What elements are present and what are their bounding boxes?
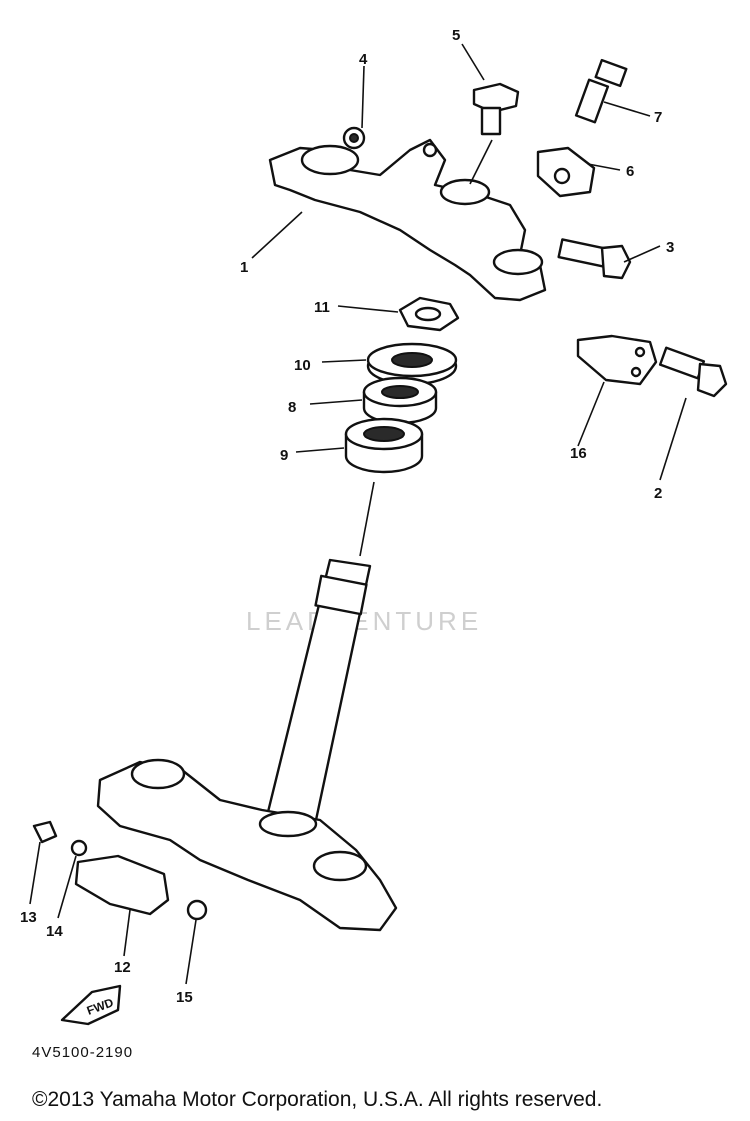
- holder-6: [536, 146, 596, 198]
- copyright-notice: ©2013 Yamaha Motor Corporation, U.S.A. A…: [32, 1088, 603, 1111]
- bolt-2: [658, 346, 728, 398]
- nut-11: [398, 296, 460, 332]
- watermark-text: LEADVENTURE: [246, 606, 482, 636]
- nut-4: [342, 126, 366, 150]
- clamp-12: [74, 854, 170, 916]
- callout-10: 10: [294, 357, 311, 374]
- lower-bracket: [96, 758, 398, 932]
- callout-7: 7: [654, 109, 662, 126]
- clamp-16: [576, 334, 658, 386]
- nut-15: [186, 899, 208, 921]
- leader-lines: [29, 43, 687, 985]
- callout-9: 9: [280, 447, 288, 464]
- callout-5: 5: [452, 27, 460, 44]
- callout-12: 12: [114, 959, 131, 976]
- diagram-code: 4V5100-2190: [32, 1044, 134, 1061]
- callout-2: 2: [654, 485, 662, 502]
- bearing-9: [344, 417, 424, 474]
- callout-8: 8: [288, 399, 296, 416]
- fwd-arrow: FWD: [60, 984, 122, 1026]
- callout-11: 11: [314, 299, 330, 316]
- callout-3: 3: [666, 239, 674, 256]
- callout-15: 15: [176, 989, 193, 1006]
- callout-14: 14: [46, 923, 63, 940]
- upper-bracket: [268, 138, 547, 302]
- washer-14: [70, 839, 88, 857]
- washer-10: [366, 342, 458, 386]
- bolt-5: [472, 82, 520, 136]
- bolt-3: [557, 238, 632, 280]
- callout-4: 4: [359, 51, 368, 68]
- steering-shaft: [266, 558, 372, 822]
- callout-6: 6: [626, 163, 634, 180]
- callout-13: 13: [20, 909, 37, 926]
- callout-1: 1: [240, 259, 248, 276]
- bolt-7: [574, 58, 628, 124]
- callout-16: 16: [570, 445, 587, 462]
- bearing-8: [362, 376, 438, 425]
- bolt-13: [32, 820, 58, 844]
